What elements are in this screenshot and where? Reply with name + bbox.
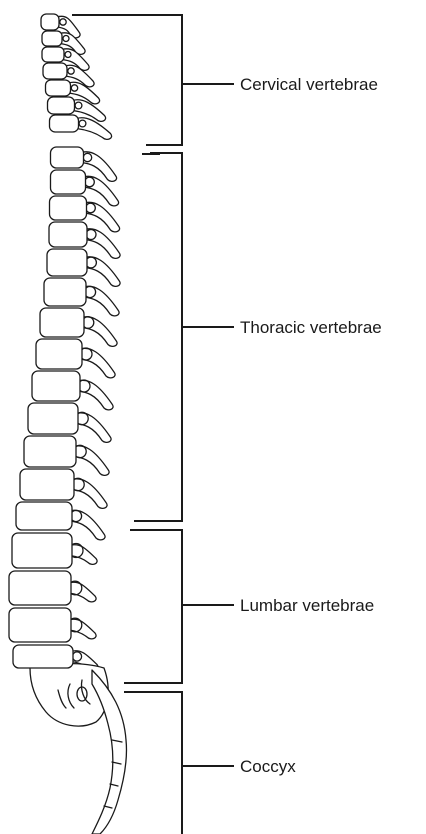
vertebral-body bbox=[43, 63, 67, 79]
spinous-process bbox=[85, 202, 120, 232]
spinous-process bbox=[82, 317, 117, 347]
vertebral-body bbox=[50, 115, 79, 132]
spinous-process bbox=[84, 286, 119, 316]
vertebral-bodies bbox=[9, 14, 87, 668]
vertebral-body bbox=[20, 469, 74, 500]
label-thoracic-vertebrae: Thoracic vertebrae bbox=[240, 318, 382, 337]
sacrum bbox=[30, 664, 108, 727]
spinous-process bbox=[70, 510, 105, 540]
spinous-process bbox=[69, 582, 96, 602]
spinous-process bbox=[85, 229, 120, 259]
spinous-process bbox=[78, 380, 113, 410]
spinous-process bbox=[80, 348, 115, 378]
vertebral-body bbox=[49, 222, 87, 247]
spinous-process bbox=[74, 446, 109, 476]
label-cervical-vertebrae: Cervical vertebrae bbox=[240, 75, 378, 94]
vertebral-body bbox=[44, 278, 86, 306]
spinous-process bbox=[85, 257, 120, 287]
vertebral-body bbox=[9, 571, 71, 605]
bracket-coccyx bbox=[124, 692, 234, 834]
vertebral-body bbox=[48, 97, 75, 114]
vertebral-body bbox=[41, 14, 59, 30]
spinous-process bbox=[69, 619, 96, 639]
vertebral-body bbox=[50, 196, 87, 220]
spinal-column bbox=[9, 14, 127, 834]
vertebral-body bbox=[28, 403, 78, 434]
vertebral-body bbox=[24, 436, 76, 467]
vertebral-body bbox=[42, 31, 62, 46]
vertebral-body bbox=[46, 80, 71, 96]
vertebral-body bbox=[16, 502, 72, 530]
vertebral-body bbox=[12, 533, 72, 568]
vertebral-body bbox=[42, 47, 64, 62]
spinous-process bbox=[70, 545, 97, 565]
label-lumbar-vertebrae: Lumbar vertebrae bbox=[240, 596, 374, 615]
vertebral-body bbox=[36, 339, 82, 369]
spinous-process bbox=[77, 118, 112, 140]
coccyx-bone bbox=[92, 670, 127, 834]
vertebral-body bbox=[47, 249, 87, 276]
vertebral-body bbox=[9, 608, 71, 642]
spinous-process bbox=[76, 413, 111, 443]
vertebral-body bbox=[40, 308, 84, 337]
vertebral-body bbox=[51, 147, 84, 168]
vertebral-body bbox=[51, 170, 86, 194]
bracket-thoracic bbox=[134, 153, 234, 521]
spinous-process bbox=[72, 479, 107, 509]
bracket-lumbar bbox=[124, 530, 234, 683]
vertebral-body bbox=[32, 371, 80, 401]
vertebral-body bbox=[13, 645, 73, 668]
label-coccyx: Coccyx bbox=[240, 757, 296, 776]
